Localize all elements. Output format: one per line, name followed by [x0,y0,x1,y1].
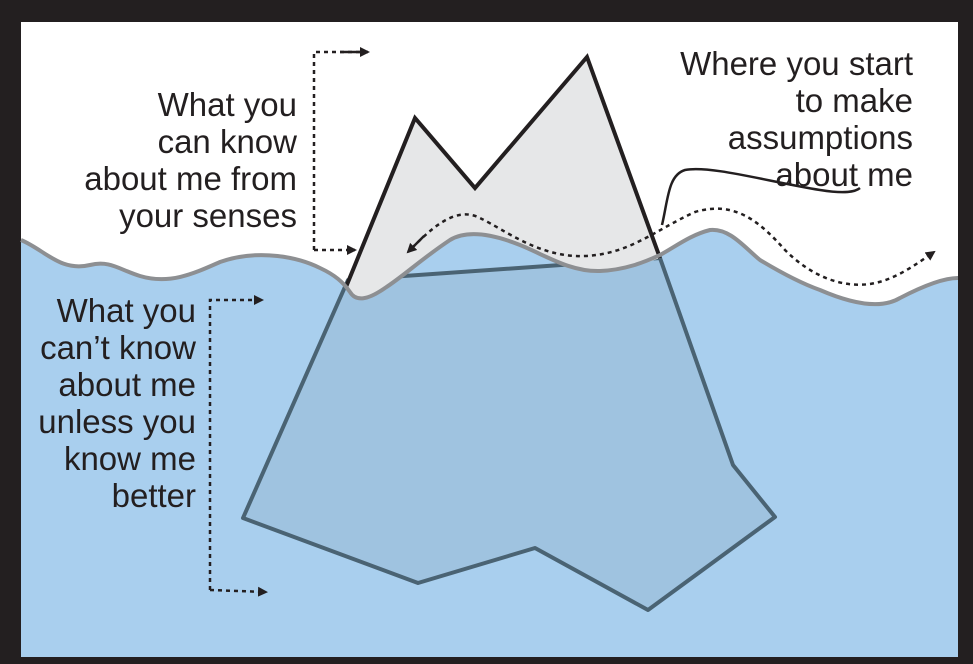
assumptions-arrow [411,207,936,286]
below-water-label: What you can’t know about me unless you … [26,292,196,514]
assumptions-line: Where you start [680,45,913,82]
assumptions-label: Where you start to make assumptions abou… [660,45,913,193]
assumptions-line: about me [775,156,913,193]
below-water-line: What you [56,292,196,329]
iceberg-tip-outline [344,53,662,288]
above-water-line: your senses [119,197,297,234]
waterline [20,227,959,307]
below-water-line: about me [58,366,196,403]
assumptions-line: to make [795,82,913,119]
below-water-line: unless you [38,403,196,440]
senses-bracket [312,50,362,250]
below-water-line: can’t know [40,329,196,366]
assumptions-line: assumptions [727,119,913,156]
iceberg-underwater [241,256,777,612]
above-water-line: What you [157,86,297,123]
unknown-bracket [208,295,264,590]
above-water-line: about me from [84,160,297,197]
above-water-line: can know [157,123,297,160]
below-water-line: better [111,477,196,514]
unknown-bracket-bottom [209,586,268,597]
assumptions-arrow-left-head [406,235,425,254]
below-water-line: know me [63,440,196,477]
above-water-label: What you can know about me from your sen… [55,86,297,234]
iceberg-tip [348,57,660,299]
assumptions-leader [660,167,861,226]
